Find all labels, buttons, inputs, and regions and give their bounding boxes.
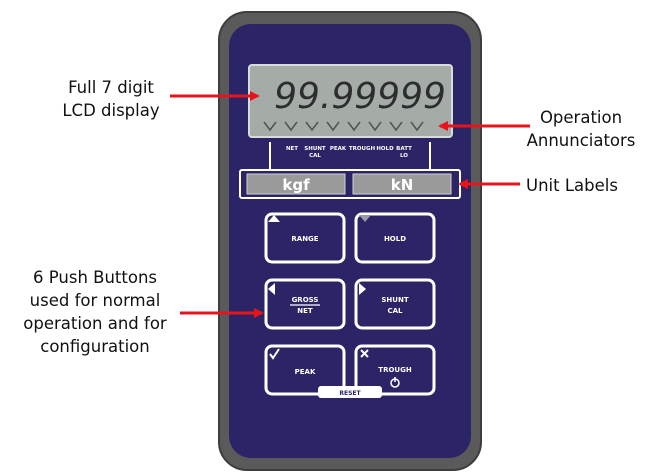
arrow-right-icon: [359, 283, 366, 295]
annunciator-trough: TROUGH: [349, 146, 376, 152]
buttons-callout-line2: used for normal: [29, 291, 161, 310]
buttons-callout-line3: operation and for: [23, 314, 167, 333]
chevron-down-icon: [263, 121, 277, 132]
hold-button[interactable]: HOLD: [354, 212, 436, 264]
annunciator-hold: HOLD: [376, 146, 394, 152]
lcd-reading: 99.99999: [274, 76, 446, 117]
annunciators-callout-line1: Operation: [539, 108, 623, 127]
annunciator-bracket: [269, 142, 431, 172]
chevron-down-icon: [410, 121, 424, 132]
checkmark-icon: [269, 348, 280, 360]
lcd-callout-line2: LCD display: [62, 101, 160, 120]
annunciator-shunt: SHUNT: [304, 146, 326, 152]
arrow-left-icon: [268, 283, 275, 295]
lcd-callout-line1: Full 7 digit: [68, 78, 154, 97]
arrow-down-icon: [359, 215, 371, 222]
annunciator-cal: CAL: [309, 153, 321, 159]
hold-button-label: HOLD: [384, 235, 406, 243]
chevron-down-icon: [368, 121, 382, 132]
chevron-down-icon: [284, 121, 298, 132]
trough-button-label: TROUGH: [378, 366, 412, 374]
chevron-down-icon: [326, 121, 340, 132]
annunciator-batt: BATT: [396, 146, 412, 152]
unit-labels-callout-text: Unit Labels: [526, 176, 618, 195]
annunciator-chevrons: [263, 121, 424, 132]
lcd-display: [248, 64, 453, 138]
unit-labels-callout: Unit Labels: [526, 174, 644, 197]
annunciators-callout: Operation Annunciators: [522, 106, 640, 152]
gross-button-label: GROSS: [292, 296, 319, 304]
buttons-callout: 6 Push Buttons used for normal operation…: [14, 266, 176, 358]
annunciator-peak: PEAK: [330, 146, 347, 152]
unit-label-right-box: [352, 173, 452, 195]
unit-label-kn: kN: [391, 176, 414, 194]
peak-button-label: PEAK: [295, 368, 316, 376]
annunciator-net: NET: [286, 146, 298, 152]
range-button[interactable]: RANGE: [264, 212, 346, 264]
chevron-down-icon: [347, 121, 361, 132]
unit-label-left-box: [246, 173, 346, 195]
gross-net-button[interactable]: GROSS NET: [264, 278, 346, 330]
chevron-down-icon: [389, 121, 403, 132]
annunciators-callout-line2: Annunciators: [526, 131, 636, 150]
unit-label-kgf: kgf: [282, 176, 310, 194]
reset-label: RESET: [339, 390, 361, 397]
shunt-button-label: SHUNT: [381, 296, 408, 304]
shunt-cal-button[interactable]: SHUNT CAL: [354, 278, 436, 330]
lcd-callout: Full 7 digit LCD display: [46, 76, 176, 122]
arrow-up-icon: [268, 215, 280, 222]
cross-icon: [360, 349, 369, 358]
range-button-label: RANGE: [291, 235, 318, 243]
annunciator-lo: LO: [400, 153, 408, 159]
annunciator-labels: NET SHUNT CAL PEAK TROUGH HOLD BATT LO: [286, 146, 412, 159]
buttons-callout-line4: configuration: [40, 337, 150, 356]
net-button-label: NET: [297, 307, 313, 315]
buttons-callout-line1: 6 Push Buttons: [32, 268, 158, 287]
cal-button-label: CAL: [387, 307, 403, 315]
peak-button[interactable]: PEAK: [264, 344, 346, 396]
reset-bar: [318, 386, 382, 398]
trough-button[interactable]: TROUGH: [354, 344, 436, 396]
chevron-down-icon: [305, 121, 319, 132]
